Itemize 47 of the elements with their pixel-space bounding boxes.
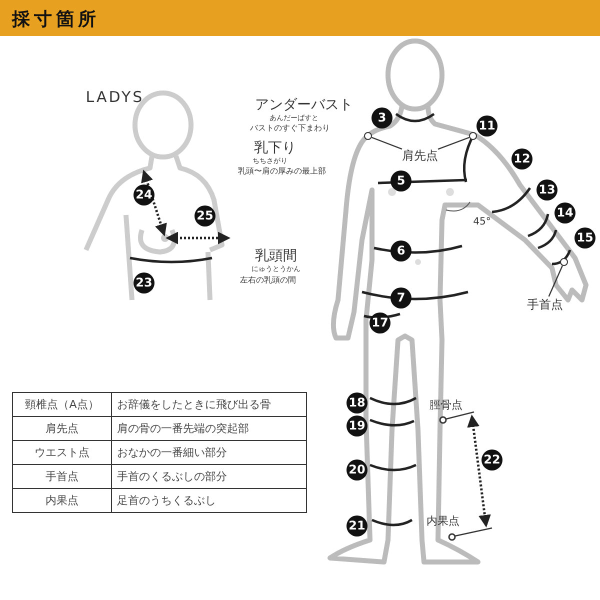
- callout-number: 15: [574, 228, 596, 248]
- callout-number: 13: [536, 180, 558, 200]
- callout-number: 5: [390, 170, 412, 192]
- callout-number: 21: [346, 516, 368, 536]
- table-cell: おなかの一番細い部分: [112, 440, 306, 464]
- table-cell: 頸椎点（A点）: [12, 392, 112, 416]
- callout-number: 14: [554, 202, 576, 224]
- point-label: 手首点: [527, 296, 563, 314]
- label-text: 乳下り: [254, 139, 296, 157]
- title: 採寸箇所: [12, 8, 100, 31]
- landmark-point: [364, 132, 372, 140]
- table-cell: ウエスト点: [12, 440, 112, 464]
- callout-number: 11: [476, 116, 498, 136]
- table-cell: 肩の骨の一番先端の突起部: [112, 416, 306, 440]
- callout-number: 24: [134, 184, 154, 206]
- label-text: アンダーバスト: [255, 96, 353, 114]
- label-text: LADYS: [86, 88, 144, 106]
- callout-number: 17: [370, 312, 390, 334]
- label-text: 乳頭間: [255, 247, 297, 265]
- note-text: 左右の乳頭の間: [240, 274, 296, 286]
- callout-number: 6: [390, 240, 412, 262]
- leader-line: [548, 265, 563, 297]
- table-cell: 肩先点: [12, 416, 112, 440]
- callout-number: 23: [134, 272, 154, 294]
- landmark-point: [560, 258, 568, 266]
- label-text: 45°: [473, 216, 491, 228]
- callout-number: 25: [194, 206, 216, 226]
- table-cell: 足首のうちくるぶし: [112, 488, 306, 512]
- table-cell: 手首のくるぶしの部分: [112, 464, 306, 488]
- point-label: 肩先点: [402, 148, 438, 164]
- label-text: 内果点: [426, 514, 460, 528]
- note-text: バストのすぐ下まわり: [250, 122, 330, 134]
- table-cell: 手首点: [12, 464, 112, 488]
- note-text: 乳頭〜肩の厚みの最上部: [238, 166, 326, 176]
- leader-line: [371, 136, 402, 150]
- callout-number: 22: [482, 450, 502, 470]
- callout-number: 12: [512, 148, 532, 170]
- callout-number: 19: [346, 416, 368, 436]
- callout-number: 3: [372, 108, 392, 128]
- callout-number: 18: [346, 392, 368, 414]
- callout-number: 20: [346, 460, 368, 480]
- table-cell: お辞儀をしたときに飛び出る骨: [112, 392, 306, 416]
- table-cell: 内果点: [12, 488, 112, 512]
- callout-number: 7: [390, 288, 412, 308]
- leader-line: [438, 136, 470, 150]
- label-text: 脛骨点: [430, 398, 462, 412]
- landmark-point: [469, 132, 477, 140]
